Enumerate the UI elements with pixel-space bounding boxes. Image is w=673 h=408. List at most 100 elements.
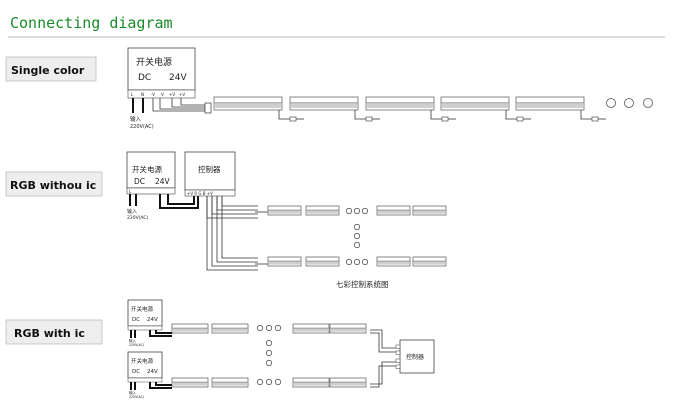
input-label: 输入 xyxy=(129,390,136,395)
continuation-dot xyxy=(265,349,273,357)
power-supply-name: 开关电源 xyxy=(132,164,162,174)
strip-connector xyxy=(580,110,606,122)
power-supply-single: 开关电源 DC 24V L N -V -V +V +V xyxy=(127,47,196,99)
continuation-dot xyxy=(265,324,273,332)
power-supply-name: 开关电源 xyxy=(136,56,172,68)
terminal-labels: L xyxy=(129,189,132,194)
ac-input-rgb: 输入 220V(AC) xyxy=(127,194,149,221)
continuation-dot xyxy=(606,98,616,108)
terminal-n: N xyxy=(141,92,144,97)
terminal-l: L xyxy=(131,92,134,97)
continuation-dot xyxy=(265,339,273,347)
led-strip-bar xyxy=(292,377,330,388)
led-strip-row-single xyxy=(213,96,606,122)
continuation-dots-single xyxy=(606,98,653,108)
continuation-dot xyxy=(353,223,361,231)
continuation-dot xyxy=(624,98,634,108)
controller-name: 控制器 xyxy=(406,353,424,361)
power-supply-dc: DC xyxy=(134,177,145,186)
power-output-wires-single xyxy=(152,98,212,114)
led-strip-bar xyxy=(171,323,209,334)
controller-rgb: 控制器 +V R G B +V xyxy=(184,151,236,197)
strip-connector xyxy=(505,110,531,122)
input-label: 输入 xyxy=(129,338,136,343)
terminal-pos-2: +V xyxy=(179,92,185,97)
led-strip-bar xyxy=(292,323,330,334)
power-supply-dc: DC xyxy=(138,73,151,83)
power-supply-dc: DC xyxy=(132,369,140,375)
power-supply-voltage: 24V xyxy=(147,369,158,375)
strip-connector xyxy=(354,110,380,122)
controller-terminals: +V R G B +V xyxy=(187,191,213,196)
power-supply-name: 开关电源 xyxy=(131,305,154,313)
continuation-dot xyxy=(643,98,653,108)
controller-ic: 控制器 xyxy=(395,339,435,374)
ac-input-single: 输入 220V(AC) xyxy=(130,98,154,130)
continuation-dot xyxy=(274,378,282,386)
led-strip-bar xyxy=(211,377,249,388)
continuation-dot xyxy=(345,207,353,215)
led-strip-bar xyxy=(213,96,283,111)
continuation-dot xyxy=(256,324,264,332)
section-label-rgb-without-ic: RGB withou ic xyxy=(5,171,103,197)
power-supply-voltage: 24V xyxy=(147,317,158,323)
continuation-dot xyxy=(353,232,361,240)
diagram-title: Connecting diagram xyxy=(10,14,173,32)
power-supply-name: 开关电源 xyxy=(131,357,154,365)
power-supply-ic-bottom: 开关电源 DC 24V 输入 220V(AC) xyxy=(127,351,172,399)
section-label-text: RGB with ic xyxy=(14,327,85,340)
strip-to-controller-wires xyxy=(370,329,400,388)
continuation-dot xyxy=(353,207,361,215)
led-strip-bar xyxy=(376,205,411,216)
input-label: 输入 xyxy=(127,208,137,215)
section-label-single-color: Single color xyxy=(5,56,97,82)
input-voltage: 220V(AC) xyxy=(130,124,154,130)
strip-connector xyxy=(278,110,304,122)
continuation-dot xyxy=(274,324,282,332)
led-strip-row-rgb-top xyxy=(267,205,447,216)
input-voltage: 220V(AC) xyxy=(129,395,144,399)
led-strip-bar xyxy=(412,205,447,216)
terminal-pos-1: +V xyxy=(169,92,175,97)
led-strip-bar xyxy=(289,96,359,111)
led-strip-row-rgb-bottom xyxy=(267,256,447,267)
led-strip-row-ic-top xyxy=(171,323,367,334)
continuation-dot xyxy=(265,359,273,367)
led-strip-bar xyxy=(365,96,435,111)
continuation-dot xyxy=(345,258,353,266)
power-supply-voltage: 24V xyxy=(155,177,171,186)
input-voltage: 220V(AC) xyxy=(129,343,144,347)
led-strip-bar xyxy=(211,323,249,334)
continuation-dots-ic xyxy=(256,324,282,386)
input-label: 输入 xyxy=(130,115,142,123)
led-strip-row-ic-bottom xyxy=(171,377,367,388)
continuation-dot xyxy=(361,207,369,215)
continuation-dots-rgb xyxy=(345,207,369,266)
terminal-neg-1: -V xyxy=(151,92,155,97)
power-supply-voltage: 24V xyxy=(169,73,187,83)
continuation-dot xyxy=(256,378,264,386)
continuation-dot xyxy=(265,378,273,386)
led-strip-bar xyxy=(412,256,447,267)
led-strip-bar xyxy=(267,205,302,216)
input-voltage: 220V(AC) xyxy=(127,215,149,221)
led-strip-bar xyxy=(329,323,367,334)
power-supply-rgb: 开关电源 DC 24V L xyxy=(126,151,176,195)
led-strip-bar xyxy=(171,377,209,388)
continuation-dot xyxy=(361,258,369,266)
controller-to-strip-wires xyxy=(206,196,268,271)
led-strip-bar xyxy=(305,205,340,216)
psu-to-controller-wires xyxy=(159,194,199,209)
section-label-text: RGB withou ic xyxy=(10,179,96,192)
section-label-rgb-with-ic: RGB with ic xyxy=(5,319,103,345)
rgb-system-caption: 七彩控制系统图 xyxy=(336,279,389,289)
strip-connector xyxy=(430,110,456,122)
led-strip-bar xyxy=(267,256,302,267)
power-supply-ic-top: 开关电源 DC 24V 输入 220V(AC) xyxy=(127,299,172,347)
section-label-text: Single color xyxy=(11,64,85,77)
continuation-dot xyxy=(353,241,361,249)
led-strip-bar xyxy=(376,256,411,267)
controller-name: 控制器 xyxy=(198,164,221,174)
led-strip-bar xyxy=(305,256,340,267)
